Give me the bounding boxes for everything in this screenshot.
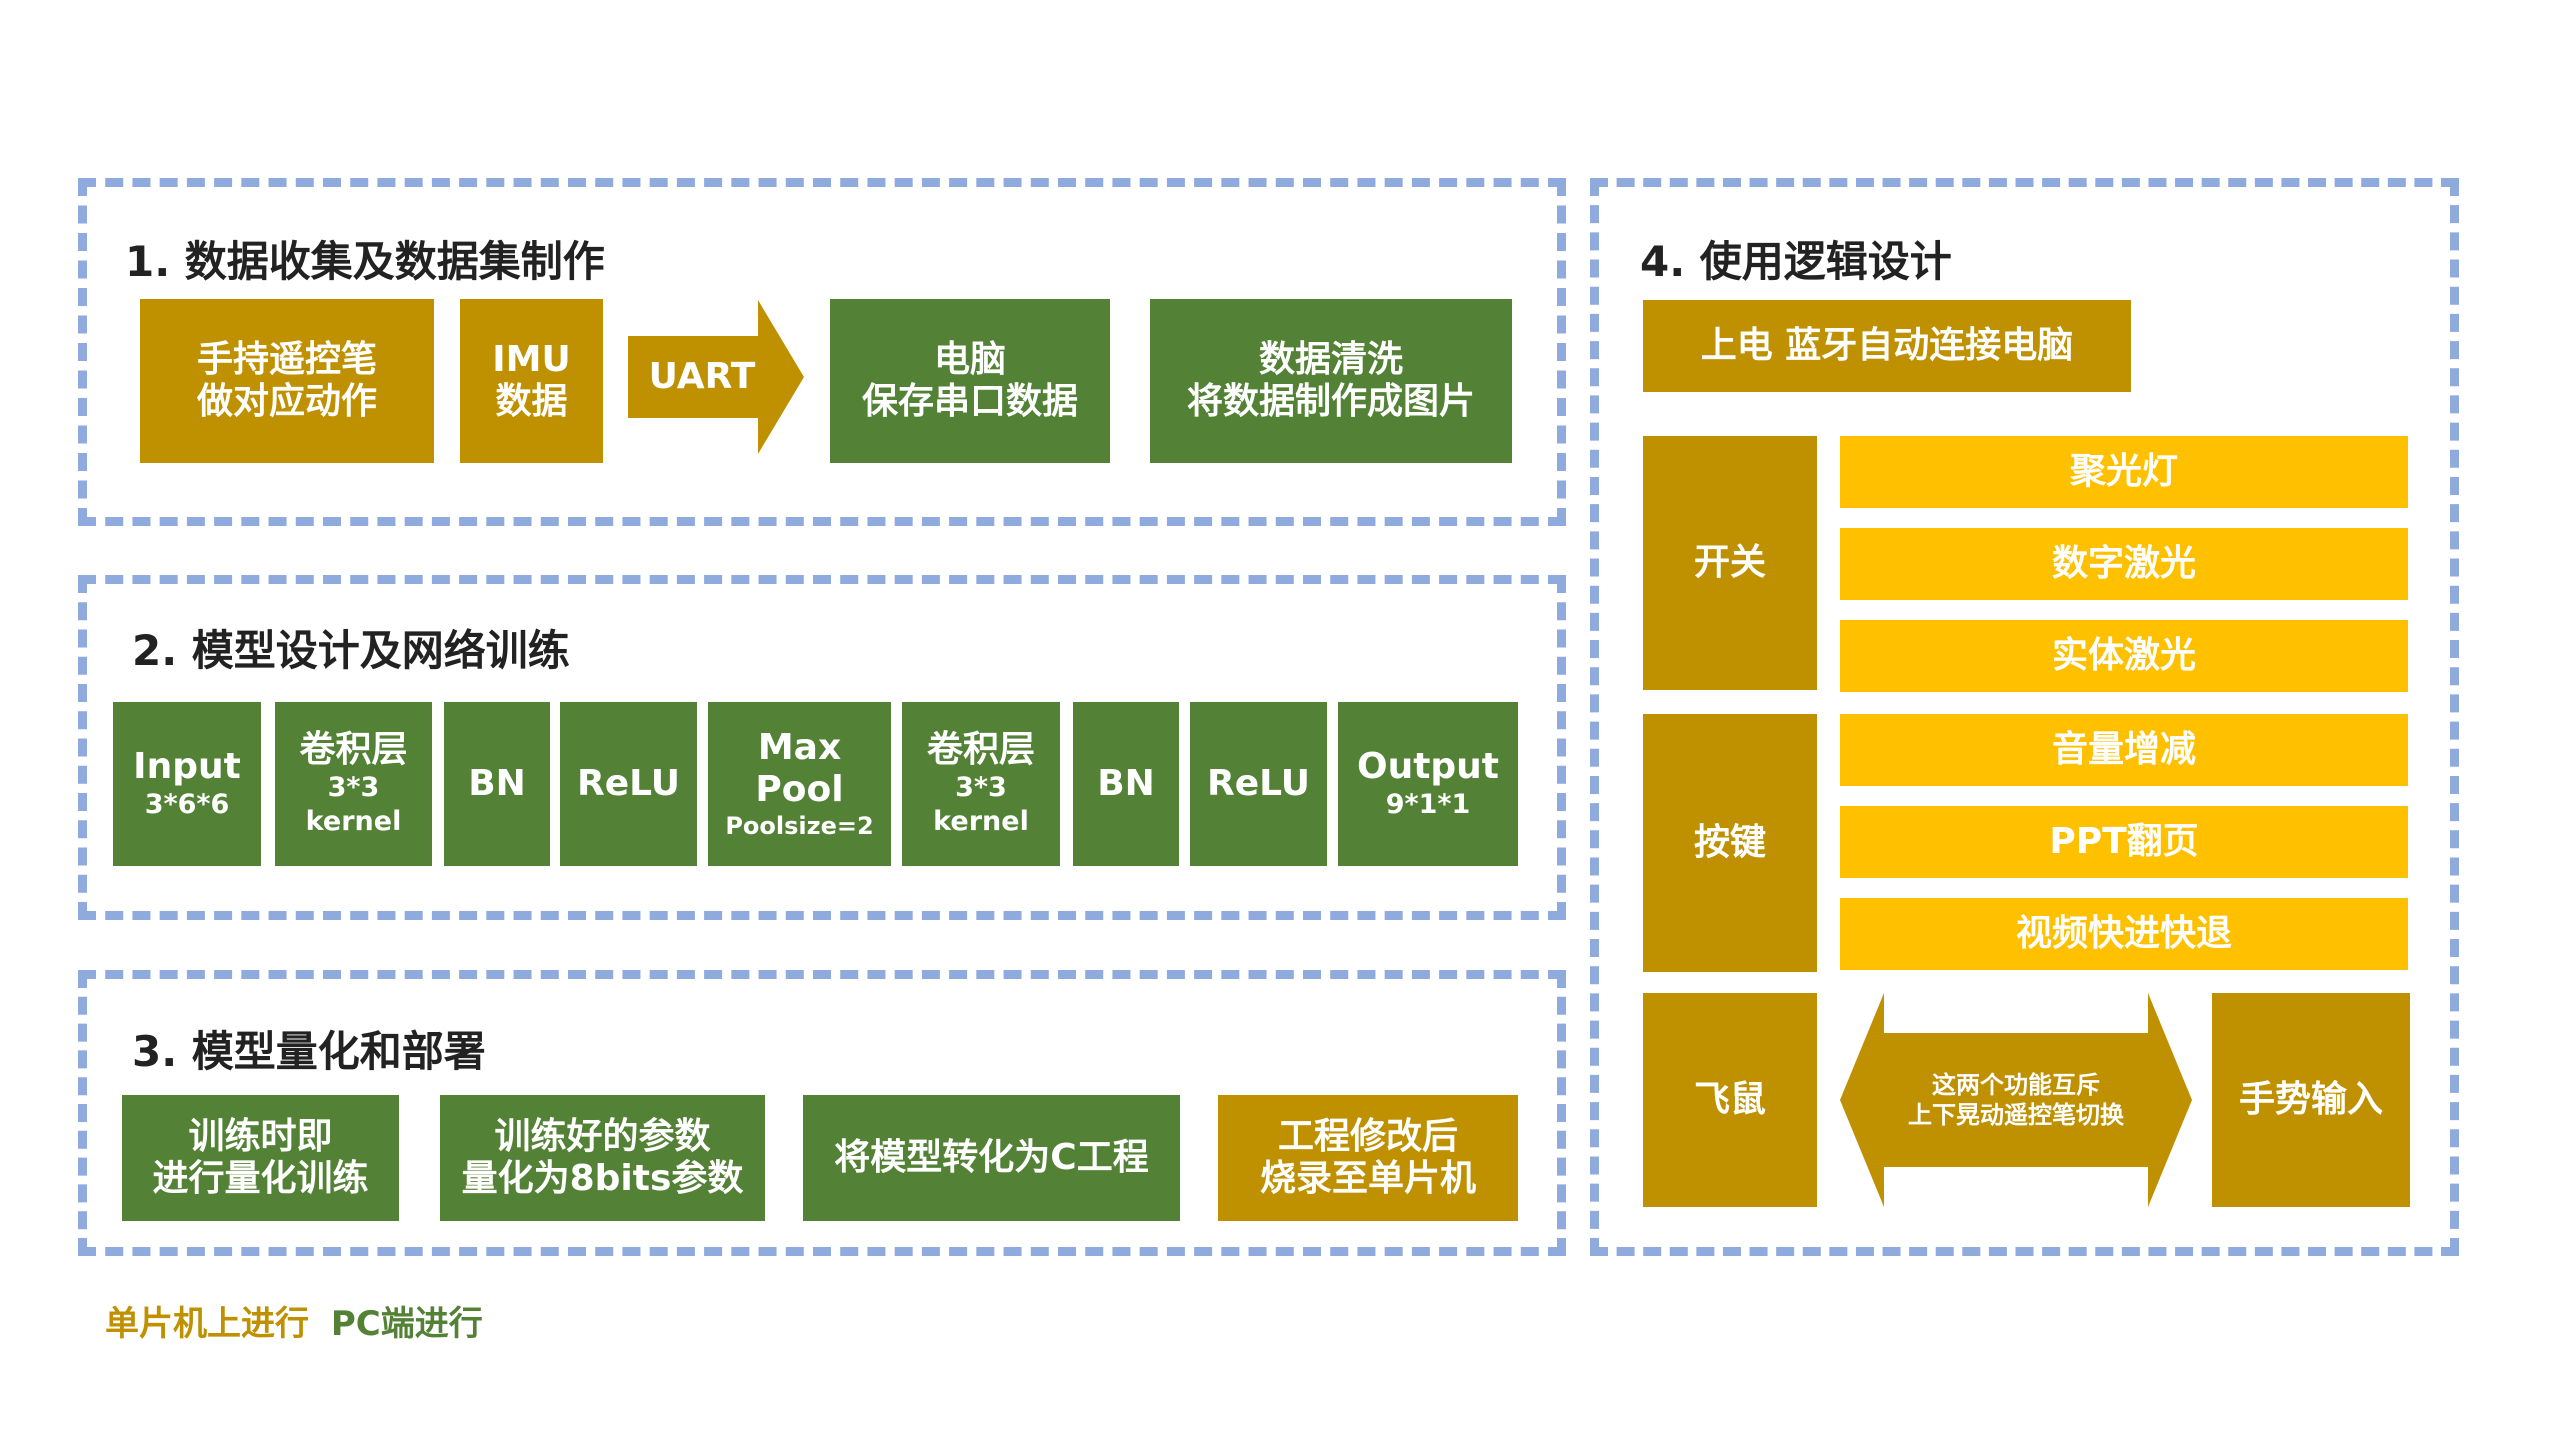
layer-output: Output 9*1*1 — [1338, 702, 1518, 866]
box-convert-c: 将模型转化为C工程 — [803, 1095, 1180, 1221]
legend: 单片机上进行 PC端进行 — [105, 1296, 483, 1345]
layer-conv-1: 卷积层 3*3 kernel — [275, 702, 432, 866]
uart-arrow-label: UART — [648, 355, 756, 397]
layer-bn-2: BN — [1073, 702, 1179, 866]
box-qat-training: 训练时即 进行量化训练 — [122, 1095, 399, 1221]
uart-arrow-shape — [628, 300, 804, 454]
feature-ppt-page: PPT翻页 — [1840, 806, 2408, 878]
feature-physical-laser: 实体激光 — [1840, 620, 2408, 692]
legend-pc: PC端进行 — [330, 1304, 483, 1344]
layer-max-pool: Max Pool Poolsize=2 — [708, 702, 891, 866]
layer-input: Input 3*6*6 — [113, 702, 261, 866]
feature-spotlight: 聚光灯 — [1840, 436, 2408, 508]
label-key: 按键 — [1643, 714, 1817, 972]
layer-relu-2: ReLU — [1190, 702, 1327, 866]
panel-4-title: 4. 使用逻辑设计 — [1640, 237, 1952, 286]
label-switch: 开关 — [1643, 436, 1817, 690]
layer-conv-2: 卷积层 3*3 kernel — [902, 702, 1060, 866]
legend-mcu: 单片机上进行 — [105, 1304, 309, 1344]
uart-arrow — [628, 300, 804, 454]
mutex-arrow-label: 这两个功能互斥 上下晃动遥控笔切换 — [1908, 1071, 2124, 1129]
box-quantize-params: 训练好的参数 量化为8bits参数 — [440, 1095, 765, 1221]
box-pen-action: 手持遥控笔 做对应动作 — [140, 299, 434, 463]
panel-3-title: 3. 模型量化和部署 — [132, 1027, 486, 1076]
box-data-clean: 数据清洗 将数据制作成图片 — [1150, 299, 1512, 463]
feature-volume: 音量增减 — [1840, 714, 2408, 786]
feature-video-seek: 视频快进快退 — [1840, 898, 2408, 970]
layer-relu-1: ReLU — [560, 702, 697, 866]
mutex-double-arrow-shape — [1840, 993, 2192, 1207]
panel-1-title: 1. 数据收集及数据集制作 — [125, 237, 605, 286]
panel-2-title: 2. 模型设计及网络训练 — [132, 626, 570, 675]
box-flash-mcu: 工程修改后 烧录至单片机 — [1218, 1095, 1518, 1221]
box-power-on: 上电 蓝牙自动连接电脑 — [1643, 300, 2131, 392]
feature-digital-laser: 数字激光 — [1840, 528, 2408, 600]
box-imu-data: IMU 数据 — [460, 299, 603, 463]
label-air-mouse: 飞鼠 — [1643, 993, 1817, 1207]
box-pc-save: 电脑 保存串口数据 — [830, 299, 1110, 463]
mutex-double-arrow — [1840, 993, 2192, 1207]
layer-bn-1: BN — [444, 702, 550, 866]
box-gesture-input: 手势输入 — [2212, 993, 2410, 1207]
